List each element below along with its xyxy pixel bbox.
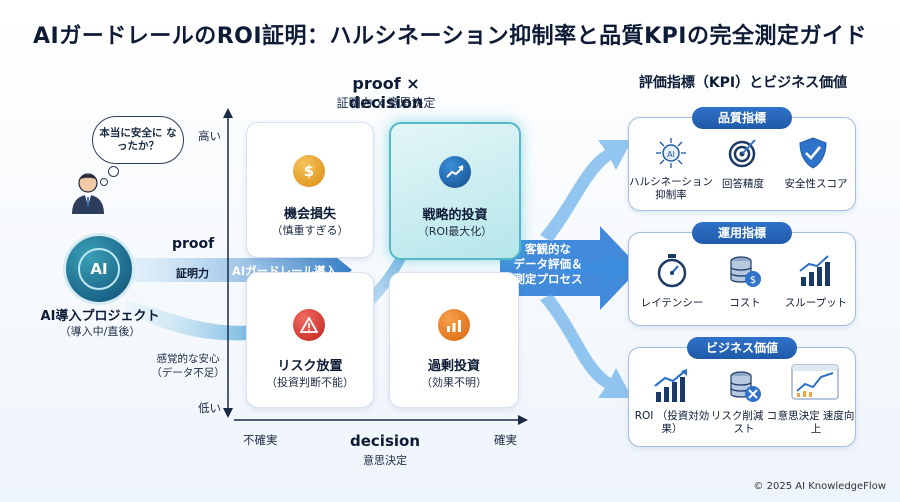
kpi-item-label: 意思決定 速度向上: [777, 410, 855, 435]
kpi-group-business-value: ビジネス価値 ROI （投資対効果） リスク削減 コスト 意思決定 速度向上: [628, 337, 856, 447]
ai-chip-icon: AI: [78, 248, 120, 290]
dashboard-icon: [791, 364, 839, 400]
kpi-group-title: 運用指標: [692, 222, 792, 244]
roi-growth-icon: [654, 369, 687, 402]
quadrant-risk-neglect: リスク放置 （投資判断不能）: [246, 272, 374, 408]
vague-line-2: （データ不足）: [151, 367, 225, 379]
svg-text:AI: AI: [667, 150, 675, 159]
kpi-item-label: ハルシネーション 抑制率: [629, 176, 713, 201]
x-axis-subtitle: 意思決定: [363, 454, 407, 467]
copyright-footer: © 2025 AI KnowledgeFlow: [753, 481, 886, 492]
thought-text: 本当に安全に なったか？: [99, 127, 177, 152]
process-line-1: 客観的な: [525, 242, 571, 256]
warning-icon: [293, 309, 325, 341]
quadrant-name: 戦略的投資: [422, 208, 488, 223]
kpi-group-title: ビジネス価値: [687, 337, 797, 359]
risk-arrow: [125, 300, 282, 350]
quadrant-sub: （慎重すぎる）: [271, 224, 349, 237]
fan-arrow-mid: [560, 252, 632, 284]
y-axis-low-label: 低い: [198, 401, 221, 415]
x-axis-low-label: 不確実: [243, 433, 278, 447]
kpi-item-label: ROI （投資対効果）: [634, 410, 710, 435]
kpi-group-operations: 運用指標 $ レイテンシー コスト スループット: [628, 222, 856, 326]
businessman-icon: [72, 173, 104, 214]
y-axis-high-label: 高い: [198, 129, 221, 143]
kpi-item-label: レイテンシー: [640, 297, 704, 309]
coin-stack-icon: $: [730, 256, 761, 287]
vague-safety-note: 感覚的な安心 （データ不足）: [140, 352, 236, 380]
process-line-2: データ評価＆: [513, 257, 583, 271]
target-icon: [728, 139, 756, 168]
matrix-title: proof × decision: [348, 74, 424, 112]
kpi-item-label: リスク削減 コスト: [710, 410, 778, 435]
kpi-group-quality: 品質指標 AI ハルシネーション 抑制率 回答精度 安全性スコア: [628, 107, 856, 211]
quadrant-name: 過剰投資: [427, 359, 480, 374]
vague-line-1: 感覚的な安心: [156, 353, 220, 365]
throughput-chart-icon: [799, 255, 830, 286]
quadrant-sub: （効果不明）: [421, 376, 487, 389]
thought-dot: [108, 166, 119, 177]
quadrant-sub: （投資判断不能）: [266, 376, 354, 389]
proof-sublabel: 証明力: [176, 267, 209, 280]
hand-coin-icon: $: [293, 155, 325, 187]
page-title: AIガードレールのROI証明：ハルシネーション抑制率と品質KPIの完全測定ガイド: [33, 24, 867, 49]
kpi-item-label: コスト: [729, 297, 761, 309]
growth-chart-icon: [439, 156, 471, 188]
project-title: AI導入プロジェクト: [40, 309, 160, 324]
kpi-section-title: 評価指標（KPI）とビジネス価値: [638, 75, 848, 91]
stopwatch-icon: [657, 254, 687, 288]
fan-arrow-bottom: [540, 294, 632, 398]
bar-chart-icon: [438, 309, 470, 341]
matrix-subtitle: 証明力 x 意思決定: [336, 96, 436, 110]
thought-dot: [100, 178, 108, 186]
quadrant-name: 機会損失: [283, 207, 336, 222]
quadrant-name: リスク放置: [277, 359, 343, 374]
guardrail-arrow-label: AIガードレール導入: [232, 264, 338, 278]
x-axis-high-label: 確実: [494, 433, 517, 447]
kpi-group-title: 品質指標: [692, 107, 792, 129]
proof-label: proof: [172, 236, 215, 252]
process-line-3: 測定プロセス: [513, 272, 583, 286]
process-label: 客観的な データ評価＆ 測定プロセス: [502, 242, 594, 287]
quadrant-strategic-investment: 戦略的投資 （ROI最大化）: [389, 122, 521, 260]
hallucination-filter-icon: AI: [656, 138, 686, 168]
quadrant-opportunity-loss: $ 機会損失 （慎重すぎる）: [246, 122, 374, 258]
quadrant-over-investment: 過剰投資 （効果不明）: [389, 272, 519, 408]
svg-text:$: $: [750, 275, 756, 286]
main-guardrail-arrow: [130, 244, 352, 296]
thought-bubble: 本当に安全に なったか？: [92, 116, 184, 164]
x-axis-title: decision: [350, 432, 420, 450]
kpi-item-label: スループット: [784, 297, 848, 309]
kpi-item-label: 安全性スコア: [784, 178, 848, 190]
shield-check-icon: [799, 137, 827, 169]
project-subtitle: （導入中/直後）: [59, 325, 141, 338]
kpi-item-label: 回答精度: [722, 178, 764, 190]
risk-cost-icon: [730, 371, 761, 402]
fan-arrow-top: [540, 140, 632, 242]
quadrant-sub: （ROI最大化）: [417, 225, 493, 238]
ai-project-badge: AI: [66, 236, 132, 302]
